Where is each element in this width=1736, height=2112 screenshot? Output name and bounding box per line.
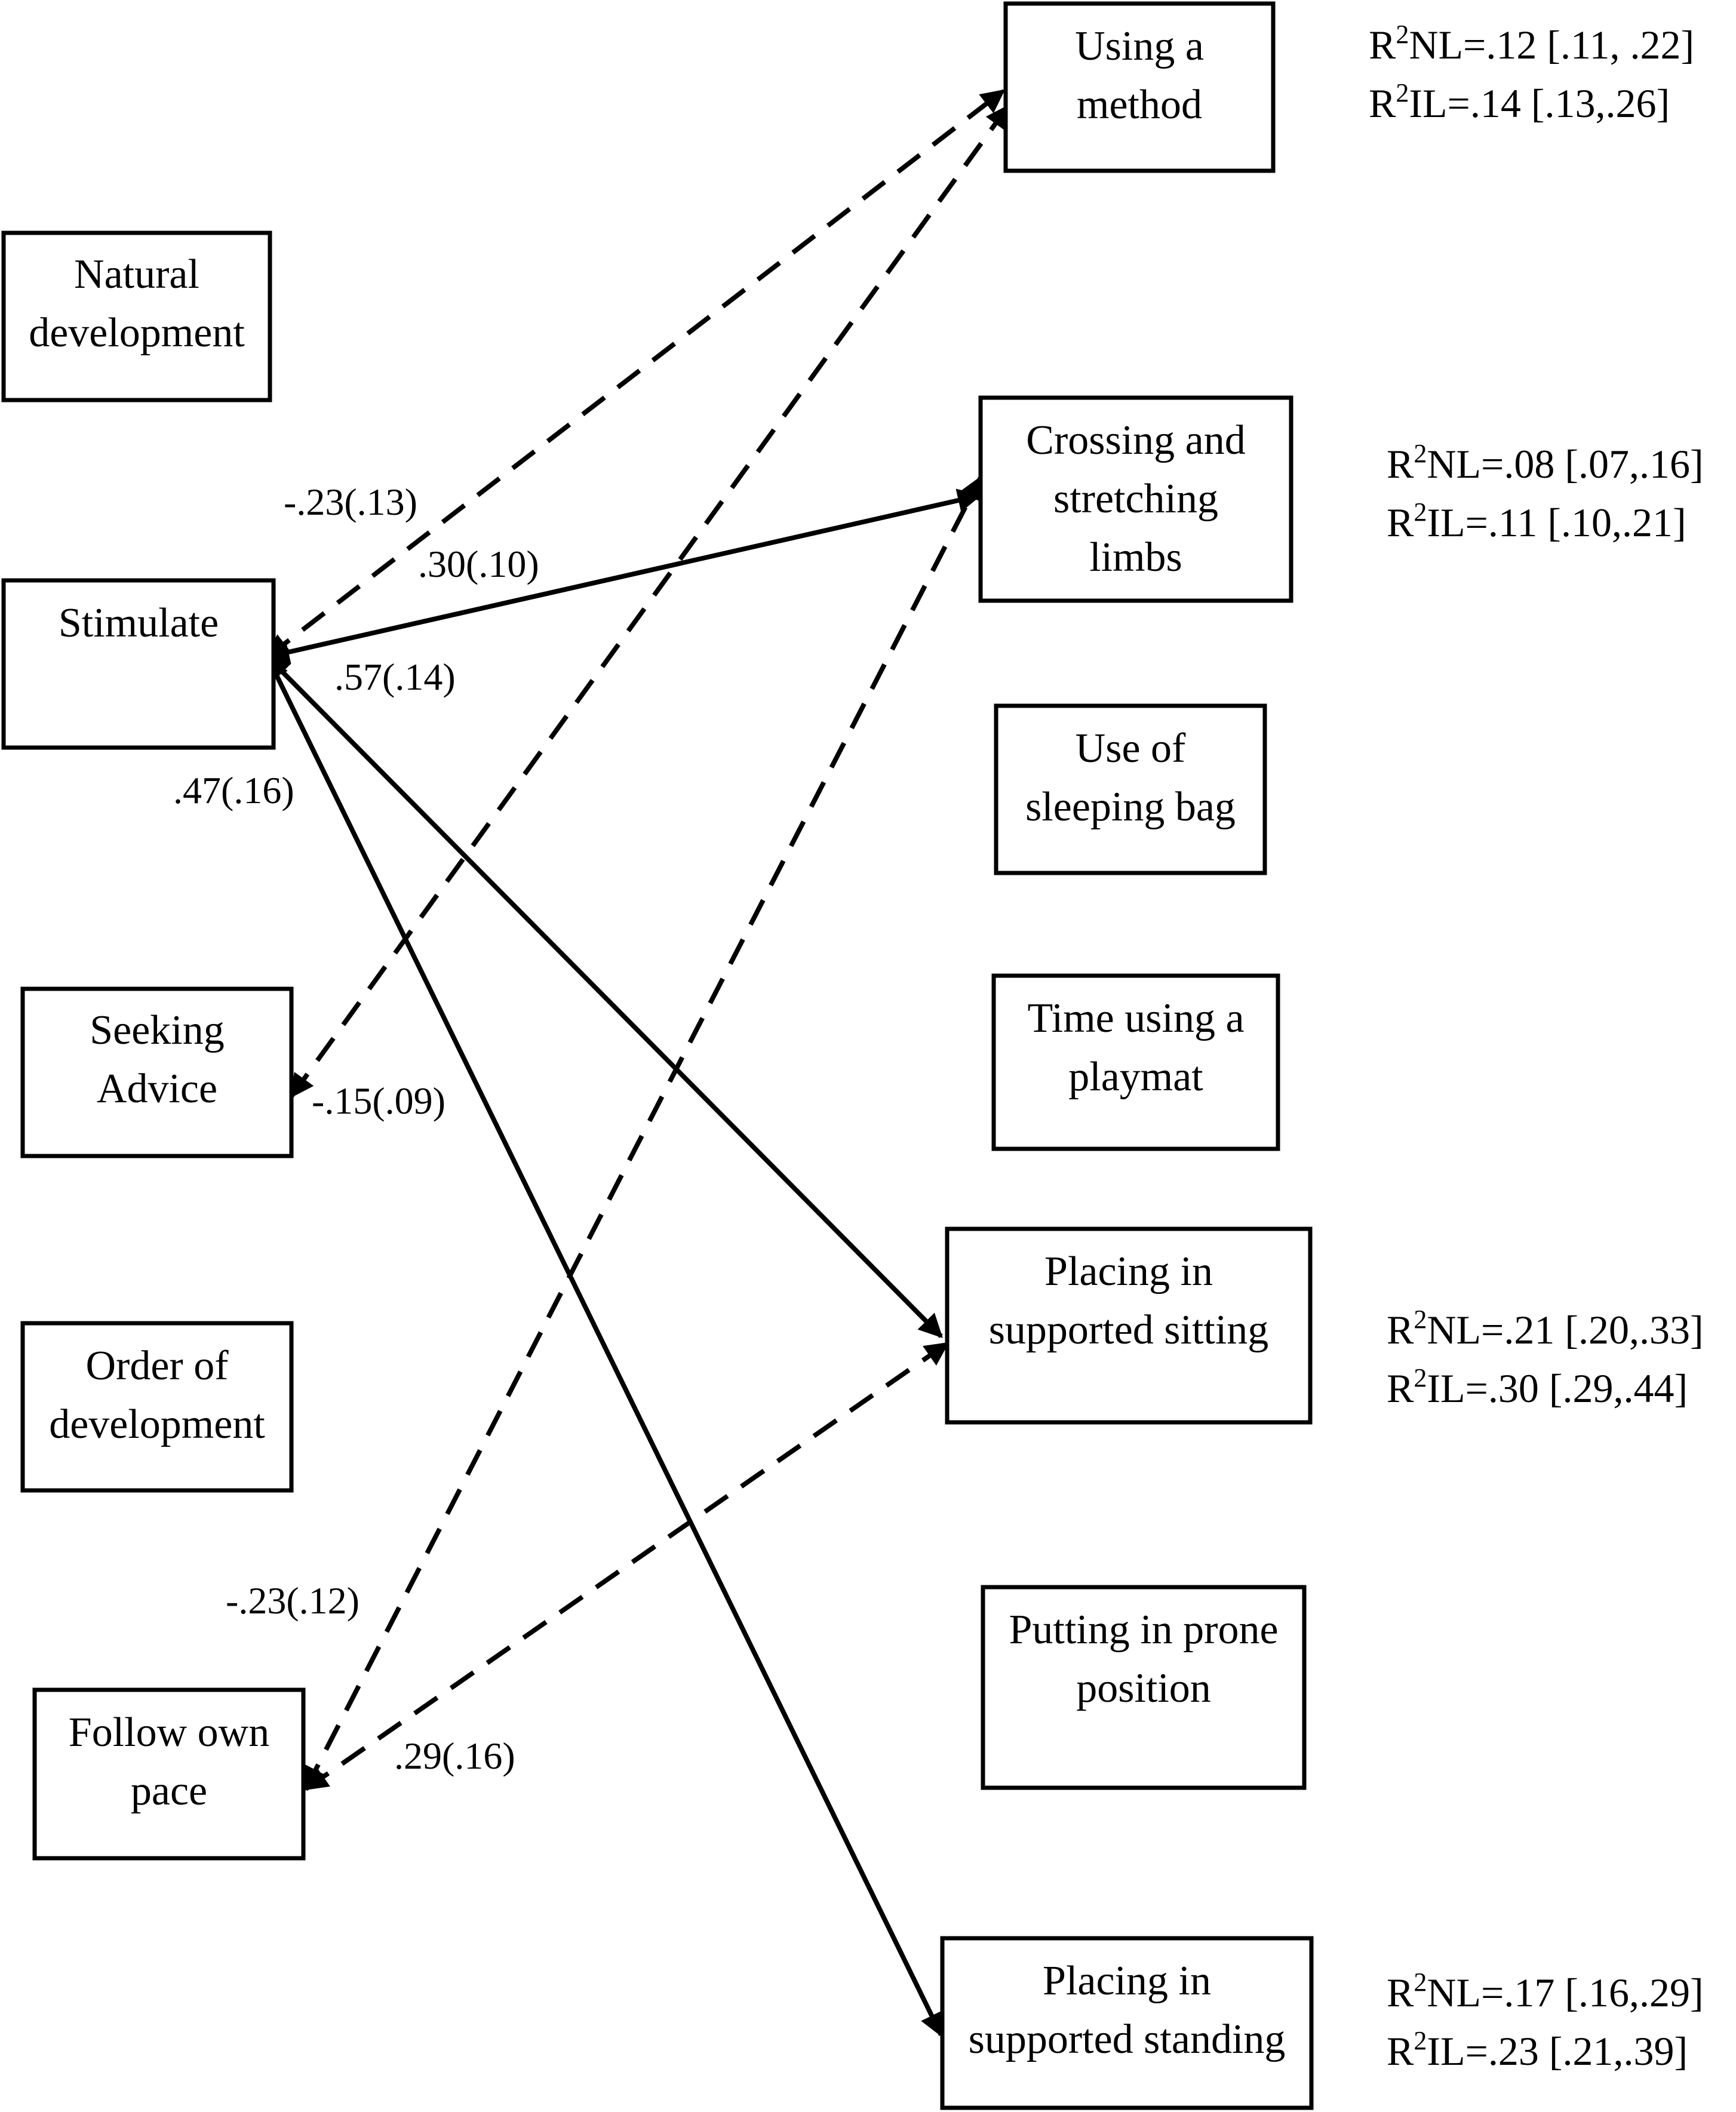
edge-label-seeking-advice-using-a-method: -.15(.09) xyxy=(312,1080,445,1122)
node-label-line: method xyxy=(1077,82,1202,128)
node-label-line: supported standing xyxy=(969,2016,1286,2062)
node-placing-in-supported-sitting: Placing in supported sitting xyxy=(945,1226,1313,1425)
node-label-line: sleeping bag xyxy=(1025,784,1236,830)
node-natural-development: Natural development xyxy=(1,230,272,402)
node-follow-own-pace: Follow own pace xyxy=(32,1687,306,1861)
r2-line: R2NL=.21 [.20,.33] xyxy=(1387,1305,1704,1352)
node-label-line: Order of xyxy=(85,1343,229,1389)
node-label-line: Using a xyxy=(1075,23,1204,69)
node-label-line: development xyxy=(29,310,245,356)
node-time-using-a-playmat: Time using a playmat xyxy=(991,973,1280,1151)
edge-label-follow-own-pace-supported-sitting: .29(.16) xyxy=(394,1735,515,1777)
node-using-a-method: Using a method xyxy=(1003,1,1276,173)
node-label-line: Seeking xyxy=(90,1007,225,1053)
r2-line: R2NL=.17 [.16,.29] xyxy=(1387,1967,1704,2015)
node-seeking-advice: Seeking Advice xyxy=(20,986,294,1158)
edge-stimulate-supported-standing xyxy=(265,654,944,2037)
node-label-line: Placing in xyxy=(1044,1249,1213,1295)
node-label-line: supported sitting xyxy=(989,1307,1269,1353)
node-order-of-development: Order of development xyxy=(20,1321,294,1493)
node-label-line: playmat xyxy=(1068,1054,1203,1100)
node-label-line: Stimulate xyxy=(59,600,219,646)
r2-using-a-method: R2NL=.12 [.11, .22] R2IL=.14 [.13,.26] xyxy=(1369,20,1694,126)
node-label-line: Time using a xyxy=(1027,995,1244,1041)
r2-line: R2IL=.11 [.10,.21] xyxy=(1387,497,1686,545)
edge-label-follow-own-pace-crossing-limbs: -.23(.12) xyxy=(226,1579,360,1622)
node-label-line: position xyxy=(1076,1665,1211,1711)
r2-crossing-and-stretching-limbs: R2NL=.08 [.07,.16] R2IL=.11 [.10,.21] xyxy=(1387,439,1704,545)
node-placing-in-supported-standing: Placing in supported standing xyxy=(940,1936,1314,2110)
node-label-line: Placing in xyxy=(1043,1958,1211,2004)
edge-seeking-advice-using-a-method xyxy=(289,104,1010,1099)
node-label-line: Follow own xyxy=(69,1710,269,1756)
node-label-line: pace xyxy=(131,1768,207,1814)
edge-labels: -.23(.13) .30(.10) .57(.14) .47(.16) -.1… xyxy=(173,481,539,1777)
edge-label-stimulate-crossing-limbs: .30(.10) xyxy=(418,543,539,585)
node-label-line: Advice xyxy=(97,1066,217,1112)
r2-placing-in-supported-standing: R2NL=.17 [.16,.29] R2IL=.23 [.21,.39] xyxy=(1387,1967,1704,2074)
node-use-of-sleeping-bag: Use of sleeping bag xyxy=(994,703,1267,875)
node-label-line: stretching xyxy=(1053,476,1218,522)
edge-label-stimulate-supported-standing: .47(.16) xyxy=(173,769,294,811)
node-stimulate: Stimulate xyxy=(1,578,276,750)
node-label-line: development xyxy=(49,1401,265,1447)
node-label-line: limbs xyxy=(1089,534,1182,580)
node-crossing-and-stretching-limbs: Crossing and stretching limbs xyxy=(978,395,1293,603)
edge-label-stimulate-supported-sitting: .57(.14) xyxy=(334,656,456,698)
node-label-line: Putting in prone xyxy=(1009,1607,1278,1653)
node-putting-in-prone-position: Putting in prone position xyxy=(981,1585,1307,1790)
node-label-line: Crossing and xyxy=(1026,417,1246,463)
edges xyxy=(265,88,1010,2037)
r2-line: R2NL=.12 [.11, .22] xyxy=(1369,20,1694,67)
edge-stimulate-supported-sitting xyxy=(266,655,943,1338)
r2-line: R2IL=.23 [.21,.39] xyxy=(1387,2026,1688,2074)
node-label-line: Natural xyxy=(74,251,199,297)
r2-line: R2IL=.14 [.13,.26] xyxy=(1369,78,1670,126)
r2-line: R2IL=.30 [.29,.44] xyxy=(1387,1363,1688,1411)
node-label-line: Use of xyxy=(1076,725,1186,771)
r2-placing-in-supported-sitting: R2NL=.21 [.20,.33] R2IL=.30 [.29,.44] xyxy=(1387,1305,1704,1411)
edge-label-stimulate-using-a-method: -.23(.13) xyxy=(284,481,417,523)
r2-line: R2NL=.08 [.07,.16] xyxy=(1387,439,1704,487)
edge-follow-own-pace-supported-sitting xyxy=(303,1341,950,1791)
